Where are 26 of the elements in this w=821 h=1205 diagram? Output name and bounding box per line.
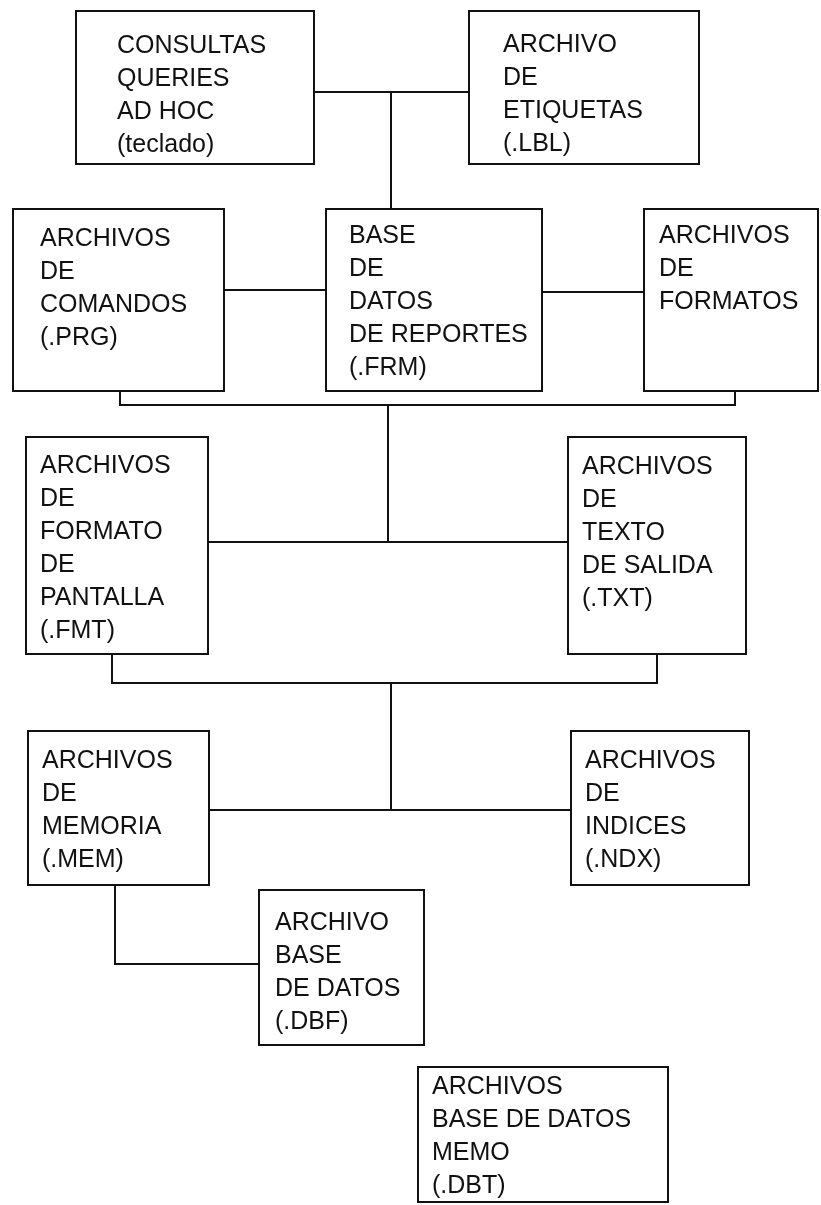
- connector-line: [114, 885, 259, 965]
- box-label: CONSULTAS QUERIES AD HOC (teclado): [117, 29, 267, 159]
- process-box: [468, 10, 700, 165]
- process-box: [570, 730, 750, 886]
- box-label: ARCHIVOS DE INDICES (.NDX): [585, 744, 716, 874]
- box-label: BASE DE DATOS DE REPORTES (.FRM): [349, 219, 528, 382]
- process-box: [75, 10, 315, 165]
- box-label: ARCHIVOS DE MEMORIA (.MEM): [42, 744, 173, 874]
- process-box: [27, 730, 210, 886]
- box-label: ARCHIVOS DE TEXTO DE SALIDA (.TXT): [582, 450, 713, 613]
- process-box: [325, 208, 543, 392]
- connector-line: [390, 91, 469, 209]
- box-label: ARCHIVOS DE COMANDOS (.PRG): [40, 222, 188, 352]
- process-box: [417, 1066, 669, 1203]
- process-box: [25, 436, 209, 655]
- process-box: [12, 208, 225, 392]
- box-label: ARCHIVO DE ETIQUETAS (.LBL): [503, 28, 643, 158]
- process-box: [258, 889, 425, 1046]
- box-label: ARCHIVOS BASE DE DATOS MEMO (.DBT): [432, 1070, 632, 1200]
- connector-line: [224, 289, 326, 291]
- box-label: ARCHIVOS DE FORMATOS: [659, 219, 799, 316]
- box-label: ARCHIVOS DE FORMATO DE PANTALLA (.FMT): [40, 449, 171, 645]
- box-label: ARCHIVO BASE DE DATOS (.DBF): [275, 906, 401, 1036]
- process-box: [643, 208, 819, 392]
- connector-line: [542, 291, 644, 293]
- process-box: [567, 436, 747, 655]
